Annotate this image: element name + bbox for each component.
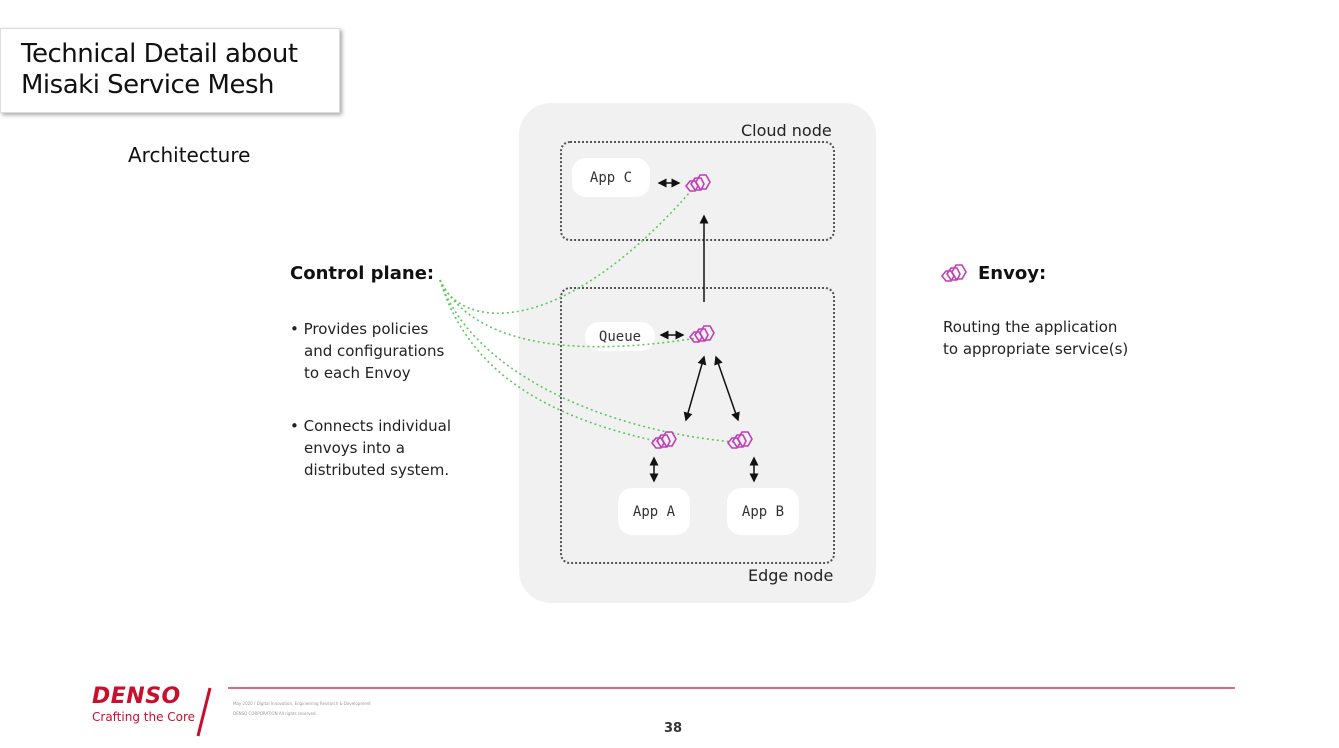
envoy-icon: [651, 431, 677, 449]
cloud-node-box: [560, 141, 835, 241]
footer-meta-1: May 2020 / Digital Innovation, Engineeri…: [233, 701, 371, 706]
envoy-icon: [727, 431, 753, 449]
envoy-heading: Envoy:: [978, 263, 1047, 284]
queue: Queue: [585, 322, 655, 351]
title-line-1: Technical Detail about: [21, 39, 298, 69]
app-b: App B: [727, 488, 799, 535]
slide-title: Technical Detail about Misaki Service Me…: [0, 28, 340, 113]
page-number: 38: [664, 721, 683, 736]
denso-logo: DENSO: [92, 684, 181, 709]
control-plane-bullet-2: • Connects individual envoys into a dist…: [290, 417, 452, 479]
envoy-legend-icon: [941, 264, 967, 282]
footer-slash: [196, 687, 212, 737]
section-subtitle: Architecture: [128, 143, 251, 167]
cloud-node-label: Cloud node: [741, 121, 832, 140]
title-line-2: Misaki Service Mesh: [21, 70, 275, 100]
envoy-icon: [689, 325, 715, 343]
app-c: App C: [572, 158, 650, 197]
control-plane-bullet-1: • Provides policies and configurations t…: [290, 320, 445, 382]
denso-tagline: Crafting the Core: [92, 710, 196, 724]
app-a: App A: [618, 488, 690, 535]
edge-node-box: [560, 287, 835, 564]
footer-meta-2: DENSO CORPORATION All rights reserved.: [233, 711, 317, 716]
control-plane-heading: Control plane:: [290, 263, 435, 284]
edge-node-label: Edge node: [748, 566, 834, 585]
control-plane-links: [439, 191, 735, 443]
envoy-icon: [685, 174, 711, 192]
